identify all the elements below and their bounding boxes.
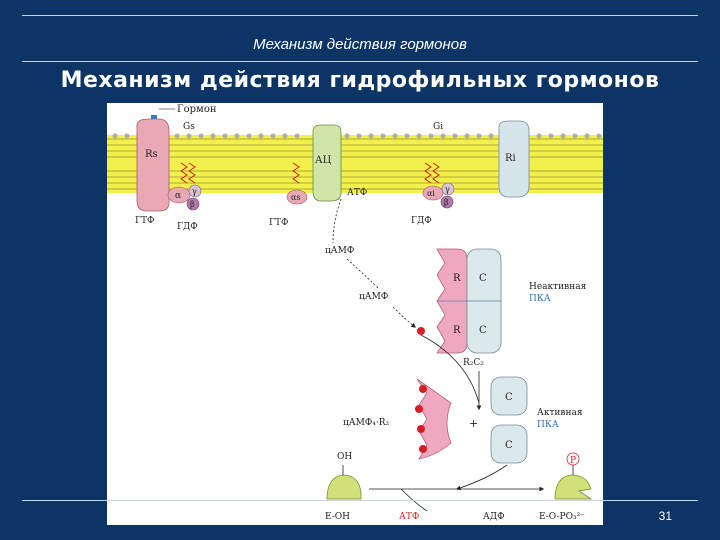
camp-label-1: цАМФ (325, 246, 354, 256)
substrate-e-oh (326, 474, 362, 500)
gdp-right-label: ГДФ (411, 216, 432, 226)
camp-label-2: цАМФ (359, 292, 388, 302)
alpha-s-label: αs (291, 193, 301, 202)
e-oh-label: E-OH (325, 512, 350, 522)
adenylate-cyclase (312, 124, 342, 202)
gs-beta-label: β (190, 200, 195, 209)
active-label-1: Активная (537, 408, 583, 418)
gs-anchor-1 (180, 162, 188, 184)
atp-bottom-label: АТФ (399, 512, 419, 522)
gi-anchor-1 (424, 162, 432, 184)
gtp-left-label: ГТФ (135, 216, 154, 226)
r2c2-label: R₂C₂ (463, 358, 484, 368)
atp-top-label: АТФ (347, 188, 367, 198)
adp-label: АДФ (483, 512, 505, 522)
hormone-label: Гормон (177, 104, 217, 115)
active-c2-label: C (505, 440, 513, 451)
gi-label: Gi (433, 122, 443, 132)
gs-alpha-label: α (175, 191, 181, 201)
active-c2-subunit (490, 424, 528, 464)
alpha-s-anchor (292, 162, 300, 184)
camp-r2-label: цАМФ₄·R₂ (343, 418, 390, 428)
gi-alpha-subunit (422, 185, 444, 201)
gi-anchor-2 (432, 162, 440, 184)
ac-label: АЦ (315, 155, 332, 166)
gs-beta-subunit (186, 197, 200, 211)
gi-gamma-subunit (441, 182, 455, 196)
inactive-label-2: ПКА (529, 294, 551, 304)
page-number: 31 (658, 509, 672, 523)
ri-label: Ri (505, 153, 516, 164)
phosphate-label: P (570, 456, 576, 466)
phosphorylated-substrate (554, 474, 593, 500)
active-label-2: ПКА (537, 420, 559, 430)
gtp-mid-label: ГТФ (269, 218, 288, 228)
gs-alpha-subunit (167, 186, 191, 204)
inactive-c2-label: C (479, 325, 487, 336)
top-rule (22, 15, 698, 16)
ri-receptor (498, 120, 530, 198)
inactive-r1-label: R (453, 273, 461, 284)
gi-gamma-label: γ (445, 185, 450, 194)
gs-gamma-subunit (188, 184, 202, 198)
hormone-mechanism-diagram: Гормон Rs Gs α γ β ГТФ ГДФ АЦ АТФ αs ГТФ… (107, 104, 603, 522)
slide-title: Механизм действия гидрофильных гормонов (60, 68, 660, 93)
plus-sign: + (469, 417, 478, 430)
gs-label: Gs (183, 122, 195, 132)
rs-receptor (136, 118, 170, 212)
footer-rule (22, 500, 698, 501)
camp-dot (417, 327, 425, 335)
gi-beta-label: β (444, 198, 449, 207)
inactive-pka: R R C C (436, 248, 502, 354)
active-c1-subunit (490, 376, 528, 416)
rs-label: Rs (145, 149, 158, 160)
camp-r2-complex (415, 378, 452, 460)
inactive-c1-label: C (479, 273, 487, 284)
gi-beta-subunit (440, 195, 454, 209)
gs-anchor-2 (188, 162, 196, 184)
gs-gamma-label: γ (192, 187, 197, 196)
alpha-s-subunit (286, 189, 308, 205)
e-o-po3-label: E-O-PO₃²⁻ (539, 512, 585, 522)
diagram-panel: Гормон Rs Gs α γ β ГТФ ГДФ АЦ АТФ αs ГТФ… (107, 103, 603, 525)
oh-label: OH (337, 452, 352, 462)
inactive-label-1: Неактивная (529, 282, 587, 292)
gi-alpha-label: αi (427, 189, 435, 198)
active-c1-label: C (505, 392, 513, 403)
inactive-r2-label: R (453, 325, 461, 336)
gdp-left-label: ГДФ (177, 222, 198, 232)
title-rule (22, 61, 698, 62)
slide-subtitle: Механизм действия гормонов (253, 36, 467, 53)
